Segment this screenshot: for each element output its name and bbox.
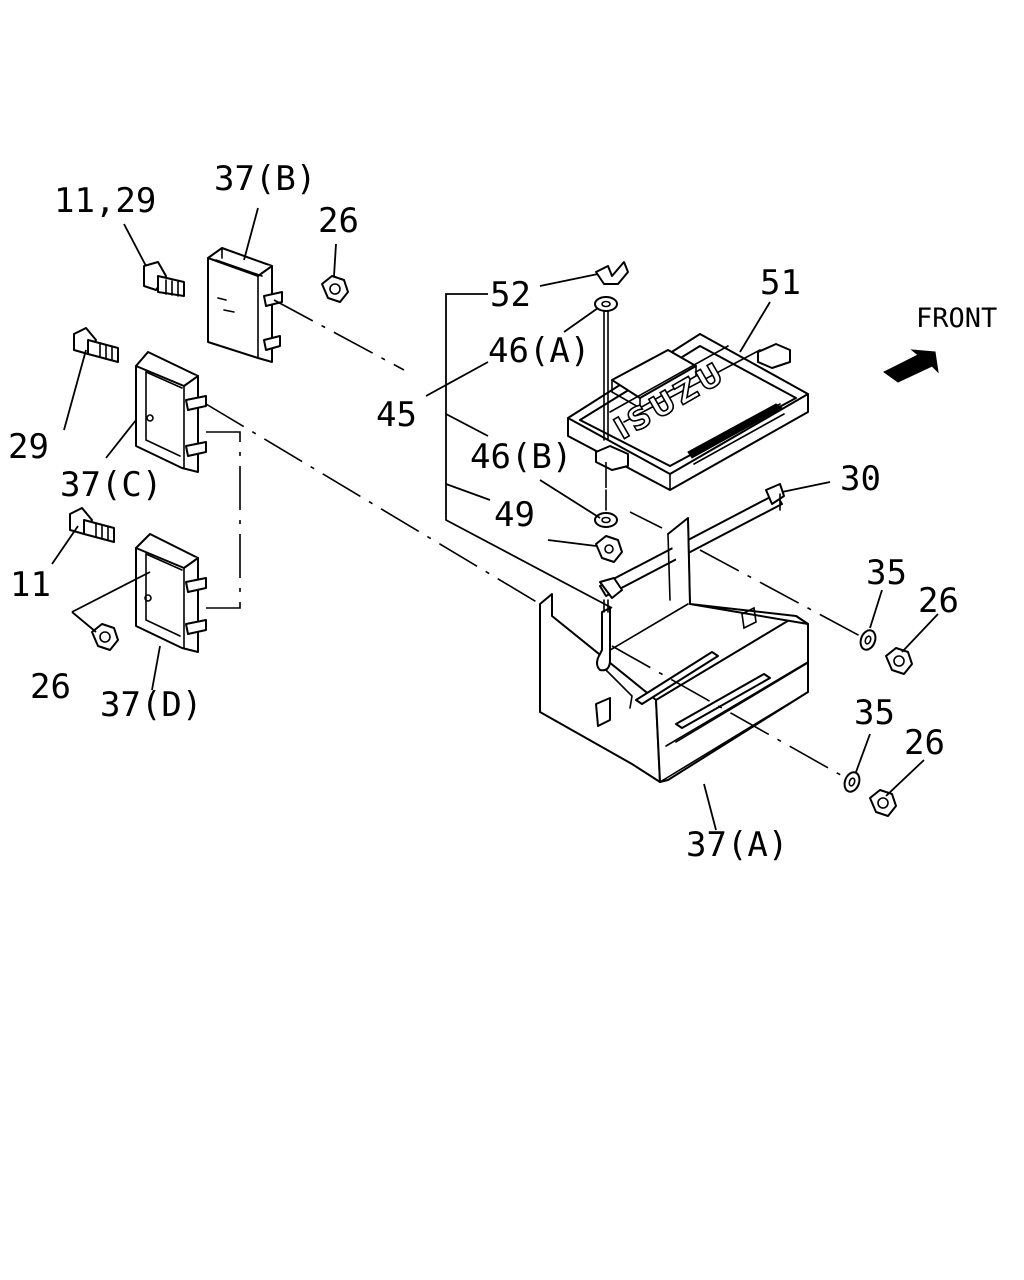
bolt-11-29 <box>143 261 185 297</box>
battery-tray-37a <box>539 517 809 783</box>
callout-37b: 37(B) <box>214 159 316 199</box>
washer-35-a <box>859 629 877 651</box>
rod-upper <box>603 311 609 441</box>
callout-37c: 37(C) <box>60 465 162 505</box>
front-label: FRONT <box>916 303 997 334</box>
bracket-37d <box>135 533 207 653</box>
assembly-lines <box>205 299 861 779</box>
nut-26-left <box>91 623 119 651</box>
callout-26-top: 26 <box>318 201 359 241</box>
nut-26-top <box>321 275 349 303</box>
callout-26-left: 26 <box>30 667 71 707</box>
wing-bolt-52 <box>595 261 629 285</box>
washer-35-b <box>843 771 861 793</box>
callout-35-b: 35 <box>854 693 895 733</box>
callout-49: 49 <box>494 495 535 535</box>
bolt-29 <box>73 327 119 363</box>
washer-46a <box>594 296 618 312</box>
callout-labels: 11,29 37(B) 26 52 51 46(A) 45 29 37(C) 4… <box>8 159 959 865</box>
callout-29: 29 <box>8 427 49 467</box>
nut-26-right-a <box>885 647 913 675</box>
callout-37a: 37(A) <box>686 825 788 865</box>
callout-51: 51 <box>760 263 801 303</box>
control-unit-51: ISUZU <box>567 333 809 491</box>
callout-11: 11 <box>10 565 51 605</box>
bolt-11 <box>69 507 115 543</box>
callout-35-a: 35 <box>866 553 907 593</box>
callout-45: 45 <box>376 395 417 435</box>
bracket-37c <box>135 351 207 473</box>
front-arrow-icon <box>883 349 939 383</box>
leader-lines <box>51 207 939 831</box>
callout-52: 52 <box>490 275 531 315</box>
callout-30: 30 <box>840 459 881 499</box>
bracket-37b <box>207 247 283 363</box>
hold-down-bar-30 <box>599 483 785 599</box>
callout-11-29: 11,29 <box>54 181 156 221</box>
j-hook-rod-45 <box>596 599 611 672</box>
washer-46b <box>594 512 618 528</box>
callout-46b: 46(B) <box>470 437 572 477</box>
callout-26-right-a: 26 <box>918 581 959 621</box>
callout-26-right-b: 26 <box>904 723 945 763</box>
nut-49 <box>595 535 623 563</box>
nut-26-right-b <box>869 789 897 817</box>
callout-46a: 46(A) <box>488 331 590 371</box>
callout-37d: 37(D) <box>100 685 202 725</box>
